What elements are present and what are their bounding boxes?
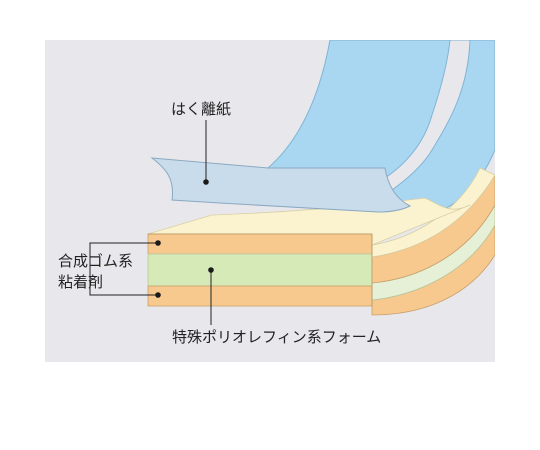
adhesive-bracket [89, 242, 158, 296]
curved-cream-top [371, 167, 495, 258]
release-liner-roll-face [266, 40, 451, 177]
adhesive-label-line1: 合成ゴム系 [58, 252, 133, 270]
release-paper-label: はく離紙 [171, 100, 231, 118]
adhesive-label-line2: 粘着剤 [58, 273, 103, 291]
release-paper-marker [203, 179, 209, 185]
adhesive-marker-top [155, 240, 161, 246]
front-adhesive-top [147, 233, 373, 255]
foam-marker [208, 267, 214, 273]
foam-label: 特殊ポリオレフィン系フォーム [172, 328, 381, 346]
adhesive-marker-bottom [155, 292, 161, 298]
front-foam [147, 253, 373, 287]
release-paper-sheet [150, 157, 412, 213]
front-adhesive-bottom [147, 285, 373, 307]
